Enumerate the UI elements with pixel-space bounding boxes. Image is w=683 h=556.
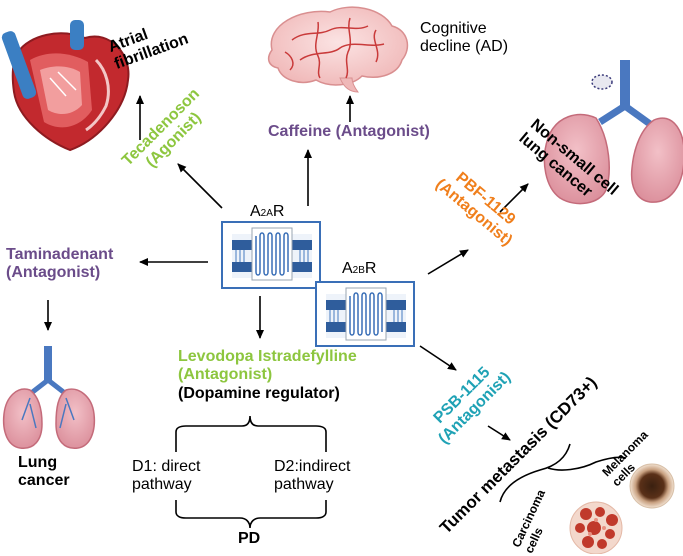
metastasis-brace <box>499 443 627 503</box>
levodopa-line3: (Dopamine regulator) <box>178 384 340 402</box>
heart-icon <box>1 20 130 152</box>
arrow <box>487 425 511 441</box>
caffeine-label: Caffeine (Antagonist) <box>268 123 430 140</box>
arrow <box>177 163 223 209</box>
a2b-tail: R <box>364 260 377 277</box>
d2-line1: D2:indirect <box>274 458 351 475</box>
cognitive-decline-label: Cognitive decline (AD) <box>420 20 508 57</box>
pd-label: PD <box>238 530 261 547</box>
d1-pathway-label: D1: direct pathway <box>132 458 200 495</box>
a2b-main: A <box>342 260 353 277</box>
d2-line2: pathway <box>274 476 334 494</box>
pathway-brace <box>175 415 327 529</box>
arrow <box>427 249 469 275</box>
lung-icon <box>543 60 683 205</box>
lung-line2: cancer <box>18 472 70 490</box>
a2a-receptor-label: A2AR <box>250 203 284 221</box>
cognitive-line1: Cognitive <box>420 20 487 37</box>
taminadenant-label: Taminadenant (Antagonist) <box>6 246 113 283</box>
receptor-icon <box>221 221 321 289</box>
a2b-sub: 2B <box>352 265 365 276</box>
a2a-sub: 2A <box>260 208 273 219</box>
levodopa-label: Levodopa Istradefylline (Antagonist) (Do… <box>178 348 357 403</box>
cell-icon <box>629 463 675 509</box>
taminadenant-line2: (Antagonist) <box>6 264 101 282</box>
a2b-receptor-label: A2BR <box>342 260 376 278</box>
a2a-tail: R <box>272 203 285 220</box>
taminadenant-line1: Taminadenant <box>6 246 114 263</box>
brain-icon <box>267 6 409 93</box>
lung-icon <box>2 346 96 449</box>
d2-pathway-label: D2:indirect pathway <box>274 458 350 495</box>
arrow <box>499 183 529 213</box>
d1-line2: pathway <box>132 476 192 494</box>
levodopa-line2: (Antagonist) <box>178 366 273 384</box>
lung-line1: Lung <box>18 454 58 471</box>
cell-icon <box>569 501 623 554</box>
a2a-main: A <box>250 203 261 220</box>
lung-cancer-label: Lung cancer <box>18 454 70 491</box>
arrows <box>44 95 529 441</box>
d1-line1: D1: direct <box>132 458 201 475</box>
receptor-icon <box>315 281 415 347</box>
arrow <box>419 345 457 371</box>
cognitive-line2: decline (AD) <box>420 38 509 56</box>
levodopa-line1: Levodopa Istradefylline <box>178 348 357 365</box>
